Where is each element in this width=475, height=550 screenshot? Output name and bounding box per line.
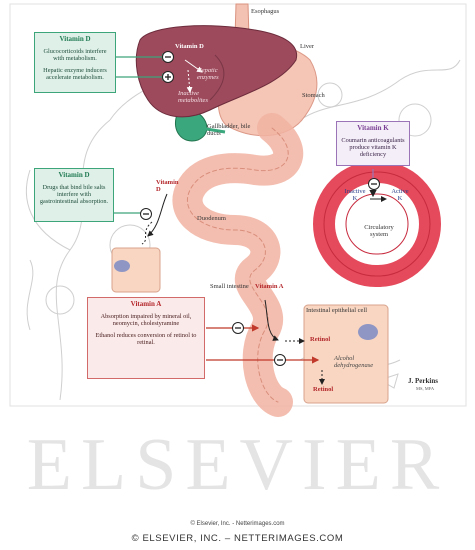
artist-credentials: MS, MFA	[416, 386, 435, 391]
box-title: Vitamin K	[357, 124, 389, 132]
induce-symbol	[162, 71, 174, 83]
footer-copyright-small: © Elsevier, Inc. - Netterimages.com	[190, 521, 285, 527]
cell-nucleus	[358, 324, 378, 340]
inactive-metabolites-label: Inactive metabolites	[178, 90, 208, 104]
box-text: Coumarin anticoagulants produce vitamin …	[341, 136, 405, 158]
stomach-label: Stomach	[302, 92, 325, 99]
epithelial-cell-label: Intestinal epithelial cell	[306, 307, 368, 314]
retinol-label: Retinol	[310, 336, 331, 343]
liver-path-arrow	[184, 59, 203, 73]
inhibit-symbol	[232, 322, 244, 334]
intestine	[172, 113, 304, 417]
hepatic-enzymes-label: Hepatic enzymes	[197, 67, 219, 81]
box-text: Ethanol reduces conversion of retinol to…	[95, 331, 197, 346]
elsevier-watermark: ELSEVIER	[26, 424, 449, 506]
artist-signature: J. Perkins	[408, 377, 438, 385]
gallbladder-label: Gallbladder, bile ducts	[207, 123, 251, 137]
footer-copyright-large: © ELSEVIER, INC. – NETTERIMAGES.COM	[131, 533, 344, 544]
vitamin-a-box: Vitamin A Absorption impaired by mineral…	[87, 297, 205, 379]
vitamin-k-box: Vitamin K Coumarin anticoagulants produc…	[336, 121, 410, 166]
liver-label: Liver	[300, 43, 315, 50]
box-title: Vitamin D	[59, 35, 91, 43]
intestine-vitamin-a-label: Vitamin A	[255, 283, 284, 290]
inactive-k-label: Inactive K	[344, 188, 366, 202]
inhibit-symbol	[274, 354, 286, 366]
vitamin-d-absorption-box: Vitamin D Drugs that bind bile salts int…	[34, 168, 114, 222]
vitamin-d-metabolism-box: Vitamin D Glucocorticoids interfere with…	[34, 32, 116, 93]
active-k-label: Active K	[391, 188, 409, 202]
box-text: Glucocorticoids interfere with metabolis…	[43, 47, 107, 62]
liver	[135, 25, 298, 118]
alcohol-dehydrogenase-label: Alcohol dehydrogenase	[334, 355, 374, 369]
small-intestine-label: Small intestine	[210, 283, 249, 290]
liver-vitamin-d-label: Vitamin D	[175, 43, 204, 50]
duodenum-label: Duodenum	[197, 215, 226, 222]
box-text: Absorption impaired by mineral oil, neom…	[100, 312, 192, 327]
box-text: Drugs that bind bile salts interfere wit…	[39, 183, 109, 205]
gallbladder	[175, 111, 208, 142]
circulatory-label: Circulatory system	[364, 224, 394, 238]
box-title: Vitamin A	[130, 300, 162, 308]
cell-nucleus	[114, 260, 130, 272]
box-text: Hepatic enzyme inducers accelerate metab…	[43, 66, 107, 81]
inhibit-symbol	[140, 208, 152, 220]
duodenum-vitamin-d-label: Vitamin D	[156, 179, 179, 193]
esophagus-label: Esophagus	[251, 8, 280, 15]
duodenal-cell	[111, 247, 161, 293]
inhibit-symbol	[162, 51, 174, 63]
inhibit-symbol	[368, 178, 380, 190]
retinal-label: Retinol	[313, 386, 334, 393]
box-title: Vitamin D	[58, 171, 90, 179]
